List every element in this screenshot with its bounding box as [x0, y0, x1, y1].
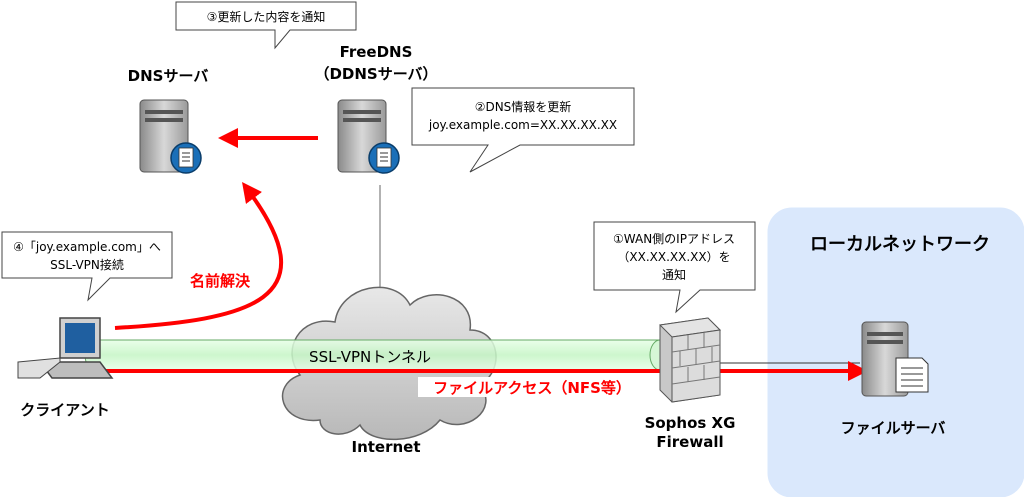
- svg-text:②DNS情報を更新: ②DNS情報を更新: [475, 99, 572, 114]
- firewall-label-line2: Firewall: [656, 433, 723, 451]
- file-access-label: ファイルアクセス（NFS等）: [433, 379, 631, 397]
- freedns-server-icon: [337, 99, 400, 174]
- svg-text:通知: 通知: [662, 268, 686, 282]
- internet-label: Internet: [351, 438, 420, 456]
- freedns-label-line2: （DDNSサーバ）: [314, 65, 437, 83]
- svg-text:joy.example.com=XX.XX.XX.XX: joy.example.com=XX.XX.XX.XX: [428, 118, 617, 132]
- callout-dns-update: ②DNS情報を更新 joy.example.com=XX.XX.XX.XX: [411, 87, 635, 173]
- name-resolution-label: 名前解決: [190, 272, 251, 290]
- dns-server-icon: [139, 99, 202, 174]
- name-resolution-arrow: [114, 181, 284, 330]
- vpn-tunnel-label: SSL-VPNトンネル: [309, 348, 431, 366]
- svg-text:④「joy.example.com」へ: ④「joy.example.com」へ: [13, 240, 161, 254]
- vpn-tunnel: SSL-VPNトンネル: [84, 339, 671, 371]
- local-network-label: ローカルネットワーク: [810, 234, 990, 255]
- firewall-icon: [658, 317, 722, 403]
- svg-text:SSL-VPN接続: SSL-VPN接続: [50, 257, 124, 272]
- callout-client-connect: ④「joy.example.com」へ SSL-VPN接続: [1, 231, 173, 302]
- svg-text:（XX.XX.XX.XX）を: （XX.XX.XX.XX）を: [617, 250, 730, 264]
- svg-text:③更新した内容を通知: ③更新した内容を通知: [207, 9, 326, 24]
- svg-text:①WAN側のIPアドレス: ①WAN側のIPアドレス: [613, 232, 735, 246]
- callout-wan-notify: ①WAN側のIPアドレス （XX.XX.XX.XX）を 通知: [593, 221, 756, 314]
- laptop-icon: [17, 317, 114, 379]
- file-server-icon: [861, 321, 929, 397]
- callout-notify-update: ③更新した内容を通知: [175, 1, 357, 50]
- freedns-label-line1: FreeDNS: [340, 43, 413, 61]
- dns-server-label: DNSサーバ: [128, 67, 209, 85]
- firewall-label-line1: Sophos XG: [645, 414, 736, 432]
- file-server-label: ファイルサーバ: [841, 419, 946, 437]
- client-label: クライアント: [20, 401, 109, 419]
- file-access-label-bg: [418, 377, 646, 397]
